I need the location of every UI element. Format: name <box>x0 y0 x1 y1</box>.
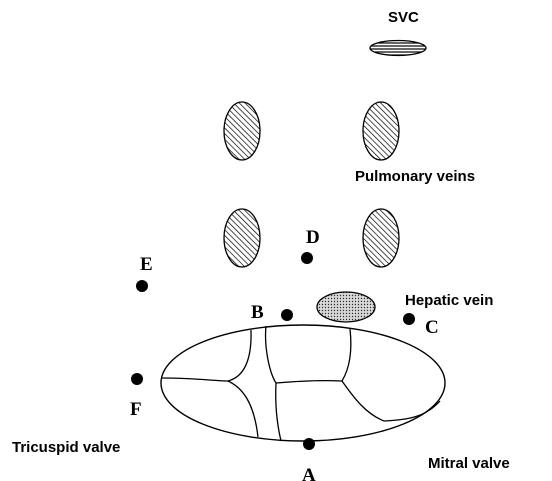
point-c-label: C <box>425 317 439 338</box>
svc-label: SVC <box>388 9 419 26</box>
point-f-dot <box>131 373 143 385</box>
point-b-dot <box>281 309 293 321</box>
mitral-valve-label: Mitral valve <box>428 455 510 472</box>
point-a-label: A <box>302 465 316 481</box>
tricuspid-valve-label: Tricuspid valve <box>12 439 120 456</box>
hepatic-vein-label: Hepatic vein <box>405 292 493 309</box>
pulmonary-vein-lower-left <box>224 209 260 267</box>
point-a-dot <box>303 438 315 450</box>
point-b-label: B <box>251 302 264 323</box>
valve-annulus <box>161 325 445 441</box>
point-f-label: F <box>130 399 142 420</box>
point-e-label: E <box>140 254 153 275</box>
hepatic-vein <box>317 292 375 322</box>
point-c-dot <box>403 313 415 325</box>
point-d-dot <box>301 252 313 264</box>
point-d-label: D <box>306 227 320 248</box>
pulmonary-veins-label: Pulmonary veins <box>355 168 475 185</box>
point-e-dot <box>136 280 148 292</box>
svc-vessel <box>370 41 426 56</box>
pulmonary-vein-upper-right <box>363 102 399 160</box>
pulmonary-vein-lower-right <box>363 209 399 267</box>
pulmonary-vein-upper-left <box>224 102 260 160</box>
